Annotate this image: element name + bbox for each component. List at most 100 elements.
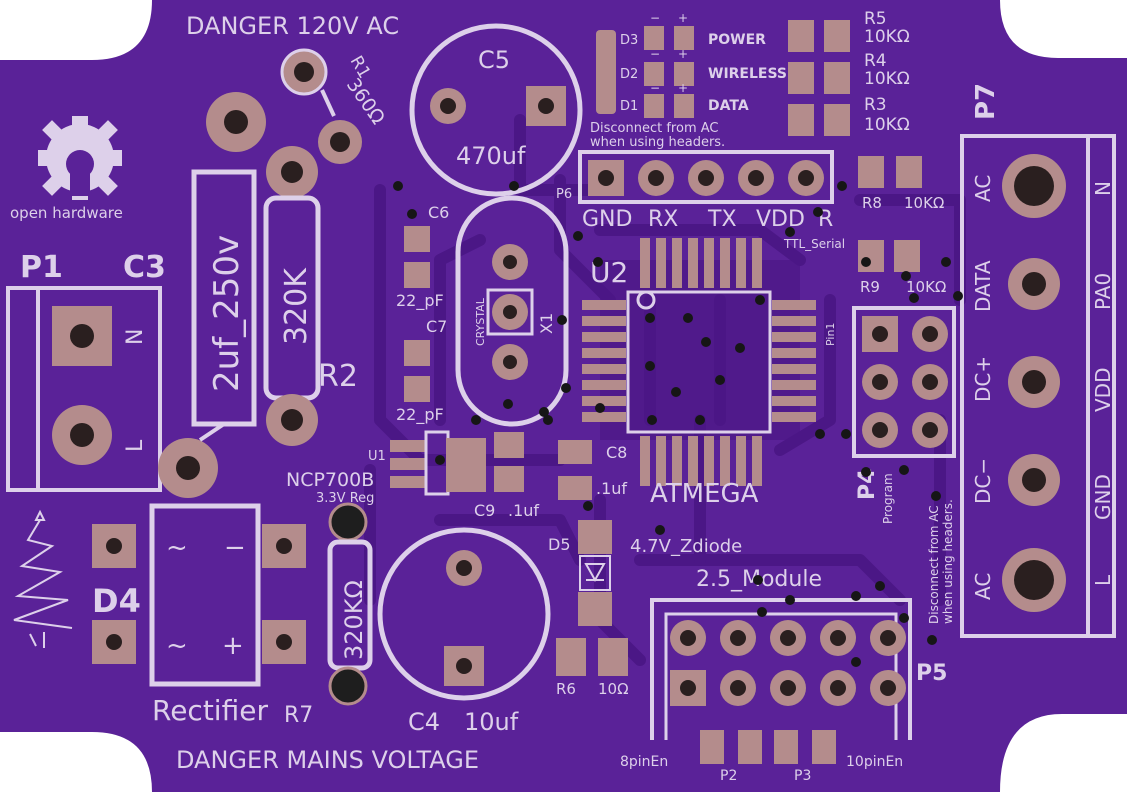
p7-l-label: L — [1091, 574, 1115, 586]
d4-label: D4 — [92, 582, 141, 620]
r3-r5-resistors: R5 10KΩ R4 10KΩ R3 10KΩ — [788, 9, 910, 136]
ic-pin — [582, 364, 626, 374]
via — [861, 467, 871, 477]
ic-pin — [720, 436, 730, 486]
gear-icon — [38, 116, 122, 200]
r3-label: R3 — [864, 95, 887, 115]
r8-value: 10KΩ — [904, 194, 944, 212]
c5-label: C5 — [478, 46, 510, 74]
via — [785, 595, 795, 605]
c9-capacitor: C9 .1uf — [474, 432, 539, 520]
ic-pin — [582, 316, 626, 326]
p7-pa0-label: PA0 — [1091, 273, 1115, 310]
via — [393, 181, 403, 191]
via — [647, 415, 657, 425]
c7-label: C7 — [426, 317, 447, 336]
pin8-en-label: 8pinEn — [620, 754, 668, 770]
via — [813, 207, 823, 217]
rect-bl-label: ~ — [166, 631, 188, 661]
serial-gnd-label: GND — [582, 207, 632, 232]
via — [755, 295, 765, 305]
p7-ac-bot-label: AC — [971, 573, 995, 600]
via — [927, 635, 937, 645]
tree-doodle-icon — [13, 509, 73, 648]
p5-label: P5 — [916, 661, 947, 686]
ic-pin — [582, 412, 626, 422]
r4-value: 10KΩ — [864, 69, 910, 89]
led-d2: D2 − + WIRELESS — [620, 47, 787, 86]
via — [953, 291, 963, 301]
rect-tl-label: ~ — [166, 533, 188, 563]
led-power-label: POWER — [708, 32, 766, 48]
p7-data-label: DATA — [971, 260, 995, 312]
p1-l-label: L — [123, 439, 148, 452]
via — [899, 465, 909, 475]
ic-pin — [656, 238, 666, 288]
d5-zener: D5 4.7V_Zdiode — [548, 520, 742, 626]
p4-program-header: P4 Program — [852, 306, 956, 524]
c5-value: 470uf — [456, 142, 526, 170]
r6-label: R6 — [556, 680, 576, 698]
r7-resistor: 320KΩ R7 — [284, 502, 373, 728]
r9-resistor: R9 10KΩ — [858, 240, 946, 296]
via — [715, 375, 725, 385]
p5-pin-hole — [780, 630, 796, 646]
vias — [393, 181, 963, 667]
u1-regulator: U1 NCP700B 3.3V Reg — [286, 430, 486, 506]
disconnect-vertical-1: Disconnect from AC — [927, 505, 941, 624]
p5-pin-hole — [830, 630, 846, 646]
disconnect-line2: when using headers. — [590, 135, 725, 150]
via — [837, 181, 847, 191]
via — [471, 415, 481, 425]
ic-pin — [688, 238, 698, 288]
r8-label: R8 — [862, 194, 882, 212]
r7-label: R7 — [284, 703, 313, 728]
c3-value: 2uf_250v — [207, 235, 247, 392]
r9-label: R9 — [860, 278, 880, 296]
program-label: Program — [881, 473, 895, 524]
p5-pin-hole — [780, 680, 796, 696]
c7-capacitor: C7 22_pF — [396, 317, 447, 425]
p5-pins — [670, 620, 906, 706]
c3-capacitor: 2uf_250v — [158, 92, 266, 498]
via — [683, 313, 693, 323]
ic-pin — [688, 436, 698, 486]
r8-resistor: R8 10KΩ — [858, 156, 944, 212]
d3-label: D3 — [620, 33, 638, 48]
d1-label: D1 — [620, 99, 638, 114]
ic-pin — [704, 436, 714, 486]
via — [695, 415, 705, 425]
via — [851, 591, 861, 601]
via — [503, 399, 513, 409]
via — [655, 525, 665, 535]
rect-br-label: + — [222, 631, 244, 661]
ic-pin — [640, 436, 650, 486]
p6-serial-header: P6 GND RX TX VDD R TTL_Serial — [556, 150, 845, 251]
p7-terminal: AC DATA DC+ DC− AC N PA0 VDD GND L — [960, 134, 1116, 638]
via — [645, 313, 655, 323]
r2-resistor: 320K R2 — [263, 146, 358, 446]
ic-pin — [656, 436, 666, 486]
p7-gnd-label: GND — [1091, 474, 1115, 520]
via — [583, 501, 593, 511]
ic-pin — [772, 380, 816, 390]
r5-value: 10KΩ — [864, 27, 910, 47]
p7-dcm-label: DC− — [971, 458, 995, 504]
p5-pin-hole — [730, 680, 746, 696]
ic-pin — [752, 436, 762, 486]
p1-n-label: N — [123, 329, 148, 345]
c4-capacitor: C4 10uf — [377, 527, 551, 736]
r4-label: R4 — [864, 51, 887, 71]
d5-value: 4.7V_Zdiode — [630, 536, 742, 557]
r9-value: 10KΩ — [906, 278, 946, 296]
d2-label: D2 — [620, 67, 638, 82]
d5-label: D5 — [548, 535, 571, 554]
led-block: D3 − + POWER D2 − + WIRELESS D1 − + DATA — [596, 11, 787, 118]
atmega-label: ATMEGA — [650, 479, 759, 509]
via — [671, 387, 681, 397]
p7-vdd-label: VDD — [1091, 368, 1115, 412]
p2-p3-jumpers: 8pinEn P2 P3 10pinEn — [620, 730, 903, 784]
c9-value: .1uf — [508, 501, 539, 520]
via — [435, 455, 445, 465]
